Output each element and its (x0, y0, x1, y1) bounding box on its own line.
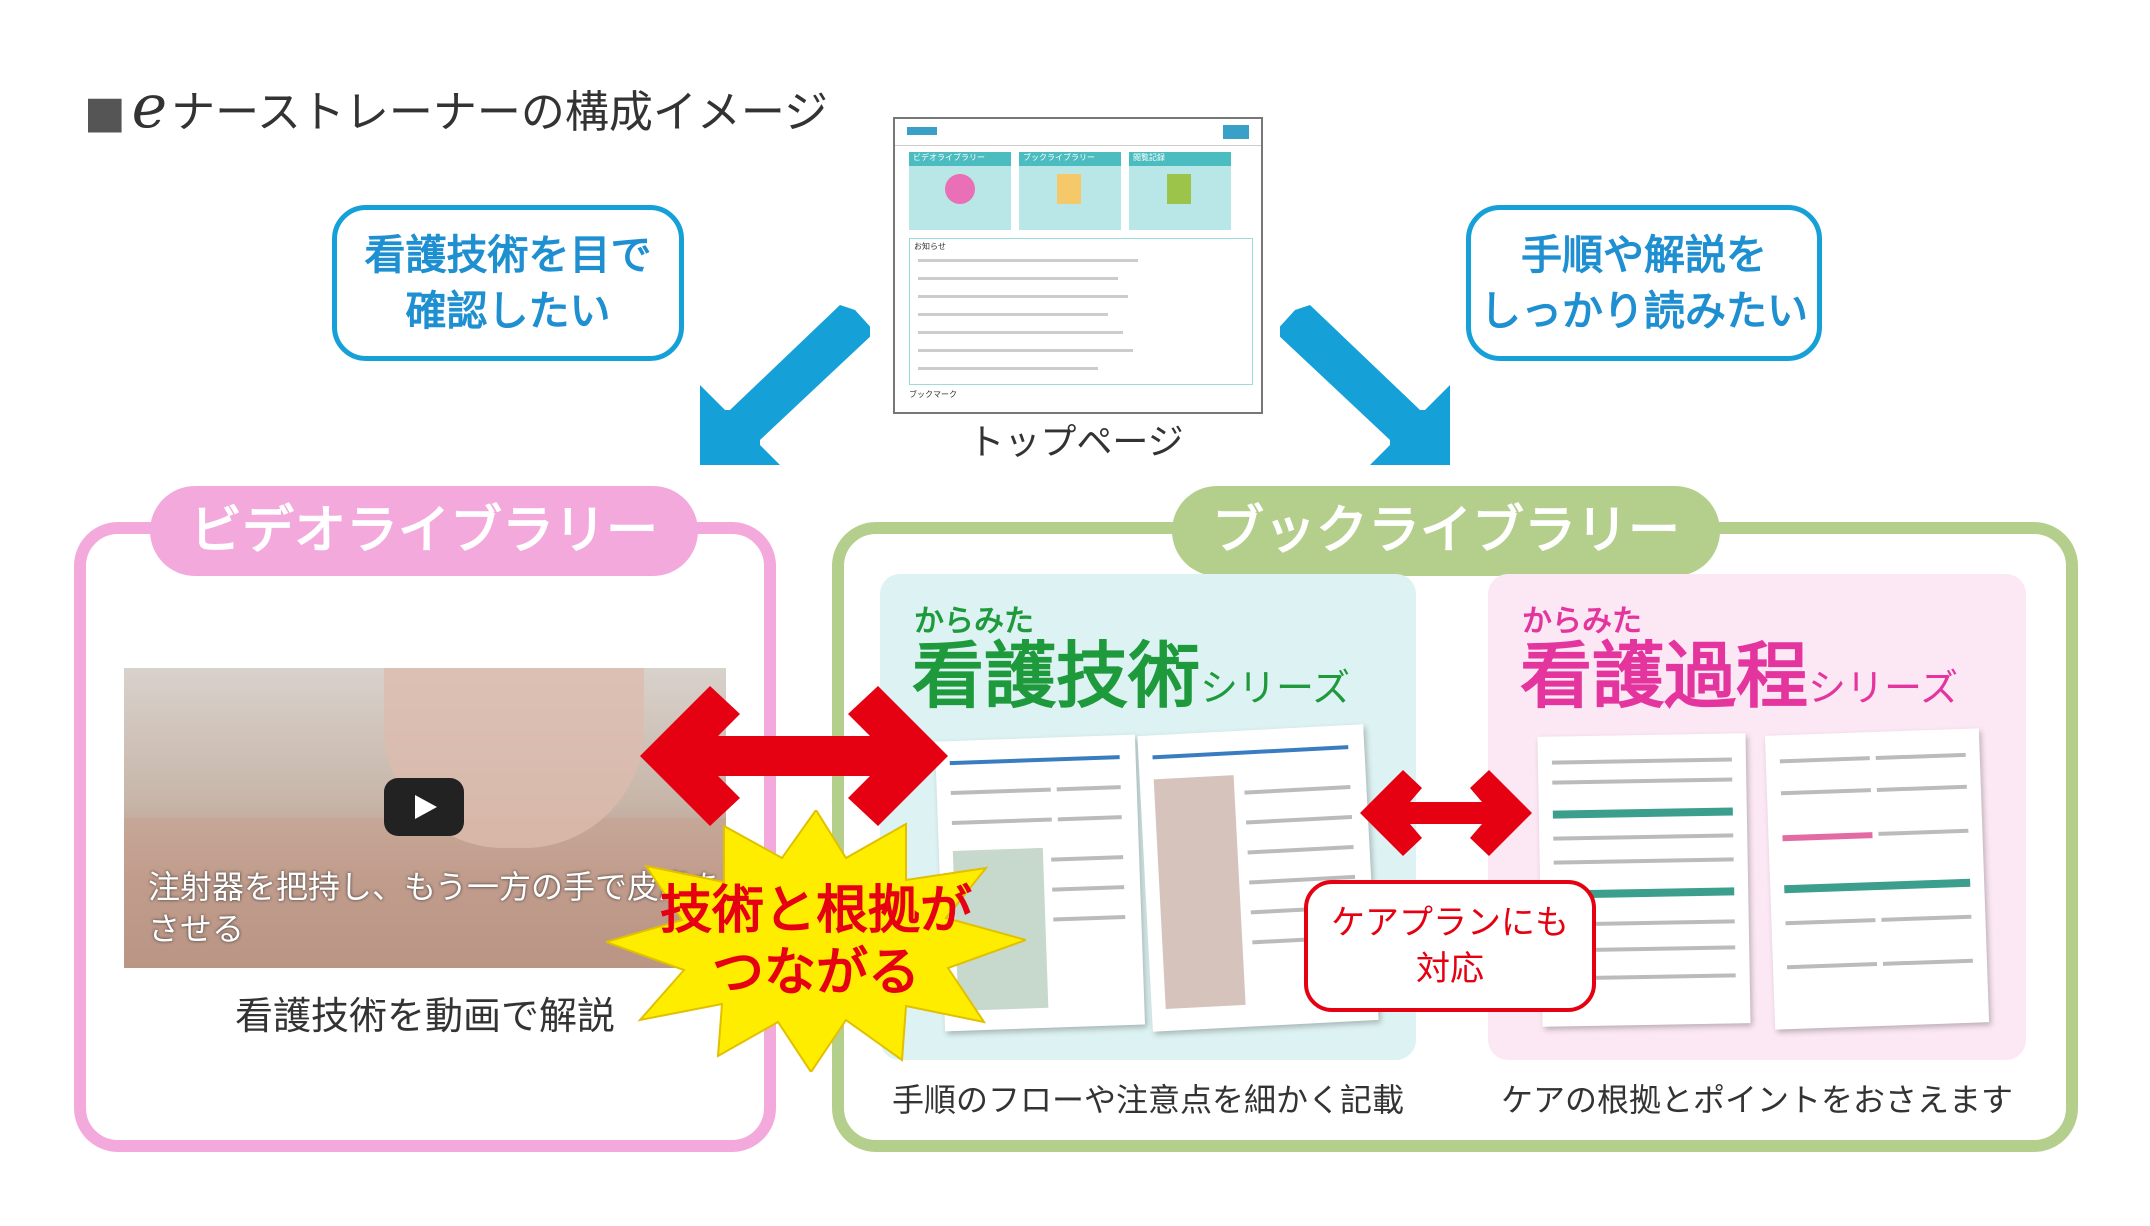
title-text: ナーストレーナーの構成イメージ (171, 87, 829, 138)
top-page-logo (907, 127, 937, 135)
title-square: ■ (84, 87, 126, 138)
arrow-down-left-icon (700, 305, 870, 465)
starburst-text: 技術と根拠が つながる (659, 881, 972, 1003)
starburst-icon (606, 810, 1026, 1072)
video-library-label: ビデオライブラリー (150, 486, 698, 576)
double-arrow-small-icon (1360, 770, 1532, 856)
play-icon (415, 795, 437, 819)
bubble-left-line1: 看護技術を目で (364, 231, 652, 279)
title-e-logo: e (131, 72, 168, 142)
bubble-right: 手順や解説を しっかり読みたい (1466, 205, 1822, 361)
series1-small: からみた (914, 604, 1034, 639)
video-subtitle: 注射器を把持し、もう一方の手で皮膚を伸展 させる (148, 868, 726, 948)
tile-record: 閲覧記録 (1129, 152, 1231, 230)
bookmark-heading: ブックマーク (909, 390, 957, 399)
series1-title: 看護技術シリーズ (912, 634, 1351, 718)
bubble-right-line1: 手順や解説を (1521, 231, 1767, 279)
series2-title: 看護過程シリーズ (1520, 634, 1959, 718)
top-page-header (895, 119, 1261, 146)
tile-video: ビデオライブラリー (909, 152, 1011, 230)
arrow-down-right-icon (1280, 305, 1450, 465)
top-page-label: トップページ (968, 422, 1184, 463)
series2-small: からみた (1522, 604, 1642, 639)
book-stack-icon (1057, 174, 1081, 204)
tile-book: ブックライブラリー (1019, 152, 1121, 230)
record-list-icon (1167, 174, 1191, 204)
video-play-button[interactable] (384, 778, 464, 836)
book-library-label: ブックライブラリー (1172, 486, 1720, 576)
diagram-title: ■eナーストレーナーの構成イメージ (84, 72, 828, 142)
series2-caption: ケアの根拠とポイントをおさえます (1500, 1081, 2013, 1119)
series1-caption: 手順のフローや注意点を細かく記載 (891, 1081, 1404, 1119)
top-page-thumbnail: ビデオライブラリー ブックライブラリー 閲覧記録 お知らせ ブックマーク (893, 117, 1263, 414)
bubble-left: 看護技術を目で 確認したい (332, 205, 684, 361)
bubble-right-line2: しっかり読みたい (1480, 287, 1808, 335)
bubble-left-line2: 確認したい (405, 287, 611, 335)
video-caption: 看護技術を動画で解説 (234, 994, 615, 1038)
notice-box: お知らせ (909, 238, 1253, 385)
care-plan-bubble: ケアプランにも 対応 (1304, 880, 1596, 1012)
series2-page-right (1764, 728, 1990, 1030)
play-circle-icon (945, 174, 975, 204)
top-page-header-icons (1223, 125, 1249, 139)
double-arrow-large-icon (640, 686, 948, 826)
top-page-tiles: ビデオライブラリー ブックライブラリー 閲覧記録 (895, 146, 1261, 230)
